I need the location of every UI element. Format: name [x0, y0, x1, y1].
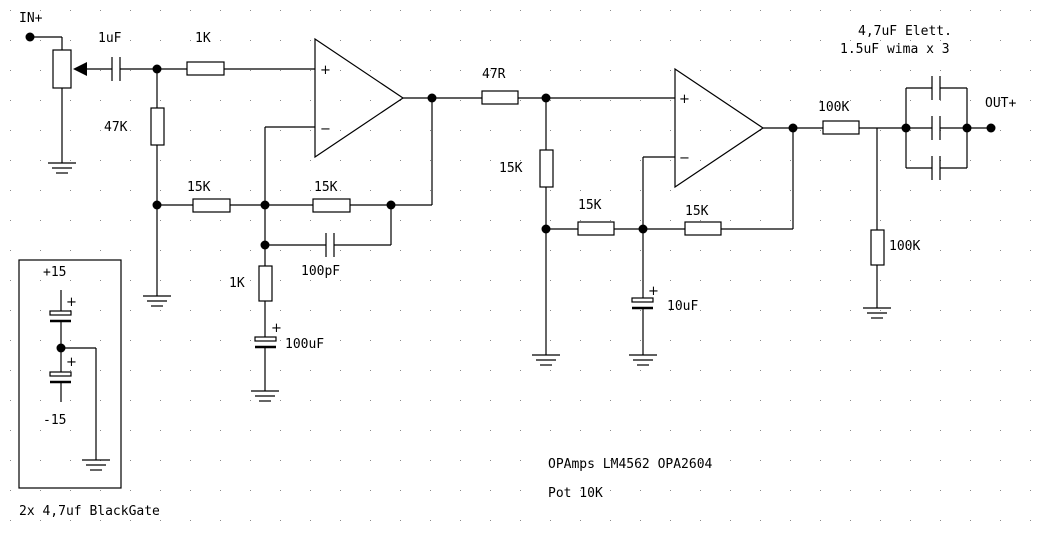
label-47r: 47R — [482, 67, 506, 82]
capacitor-parallel-middle — [906, 116, 967, 140]
resistor-15k-fb1b — [312, 198, 351, 213]
label-100k-series: 100K — [818, 100, 849, 115]
psu-capacitor-top: + — [49, 295, 77, 323]
label-1k-gnd: 1K — [229, 276, 245, 291]
ground-symbol-10uf — [629, 354, 657, 366]
capacitor-10uf: + — [631, 284, 659, 310]
labels: IN+ 1uF 1K 47K 15K 15K 100pF 1K 100uF 47… — [19, 11, 1016, 519]
capacitor-parallel-top — [906, 76, 967, 100]
label-cap-note-1: 4,7uF Elett. — [858, 24, 952, 39]
power-supply-box: + + — [18, 259, 122, 489]
opamp-1: + − + — [157, 37, 482, 402]
label-opamps: OPAmps LM4562 OPA2604 — [548, 457, 713, 472]
resistor-15k-fb2a — [577, 221, 615, 236]
capacitor-100pf — [325, 233, 335, 257]
label-in-plus: IN+ — [19, 11, 43, 26]
psu-frame — [18, 259, 122, 489]
grid-dots — [10, 10, 1031, 521]
label-100uf: 100uF — [285, 337, 324, 352]
resistor-1k-input — [186, 61, 225, 76]
opamp-1-inverting-sign: − — [320, 122, 331, 137]
resistor-47r — [481, 90, 519, 105]
opamp-1-triangle — [314, 37, 405, 159]
resistor-100k-series — [822, 120, 860, 135]
label-15k-fb2a: 15K — [578, 198, 602, 213]
label-1uf: 1uF — [98, 31, 122, 46]
resistor-1k-gnd — [258, 265, 273, 302]
label-psu-neg: -15 — [43, 413, 66, 428]
ground-symbol-47k — [143, 295, 171, 307]
output-terminal — [986, 123, 996, 133]
label-15k-shunt: 15K — [499, 161, 523, 176]
ground-symbol-100k — [863, 307, 891, 319]
cap-100uf-plus: + — [271, 321, 282, 336]
ground-symbol-pot — [48, 162, 76, 174]
label-15k-fb1a: 15K — [187, 180, 211, 195]
psu-cap-bottom-plus: + — [66, 355, 77, 370]
resistor-15k-fb1a — [192, 198, 231, 213]
opamp-2-triangle — [674, 67, 765, 189]
input-section — [25, 32, 315, 307]
label-pot: Pot 10K — [548, 486, 603, 501]
ground-symbol-psu — [82, 459, 110, 471]
opamp-2-noninverting-sign: + — [679, 92, 690, 107]
label-100pf: 100pF — [301, 264, 340, 279]
junction-node — [260, 200, 270, 210]
label-1k-input: 1K — [195, 31, 211, 46]
resistor-47k — [150, 107, 165, 146]
ground-symbol-15k — [532, 354, 560, 366]
opamp-2-inverting-sign: − — [679, 151, 690, 166]
label-10uf: 10uF — [667, 299, 698, 314]
label-psu-caps: 2x 4,7uf BlackGate — [19, 504, 160, 519]
label-out-plus: OUT+ — [985, 96, 1016, 111]
capacitor-100uf: + — [254, 321, 282, 349]
input-capacitor — [111, 57, 121, 81]
resistor-100k-shunt — [870, 229, 885, 266]
resistor-15k-shunt — [539, 149, 554, 188]
opamp-1-noninverting-sign: + — [320, 63, 331, 78]
pot-wiper-arrow — [73, 62, 87, 76]
label-15k-fb2b: 15K — [685, 204, 709, 219]
resistor-15k-fb2b — [684, 221, 722, 236]
label-cap-note-2: 1.5uF wima x 3 — [840, 42, 950, 57]
label-psu-pos: +15 — [43, 265, 66, 280]
ground-symbol-100uf — [251, 390, 279, 402]
psu-capacitor-bottom: + — [49, 355, 77, 384]
capacitor-parallel-bottom — [906, 156, 967, 180]
label-100k-shunt: 100K — [889, 239, 920, 254]
output-section — [822, 76, 996, 319]
psu-cap-top-plus: + — [66, 295, 77, 310]
opamp-2-section: + − + — [481, 67, 823, 366]
junction-node — [638, 224, 648, 234]
cap-10uf-plus: + — [648, 284, 659, 299]
label-15k-fb1b: 15K — [314, 180, 338, 195]
potentiometer — [52, 49, 72, 89]
label-47k: 47K — [104, 120, 128, 135]
